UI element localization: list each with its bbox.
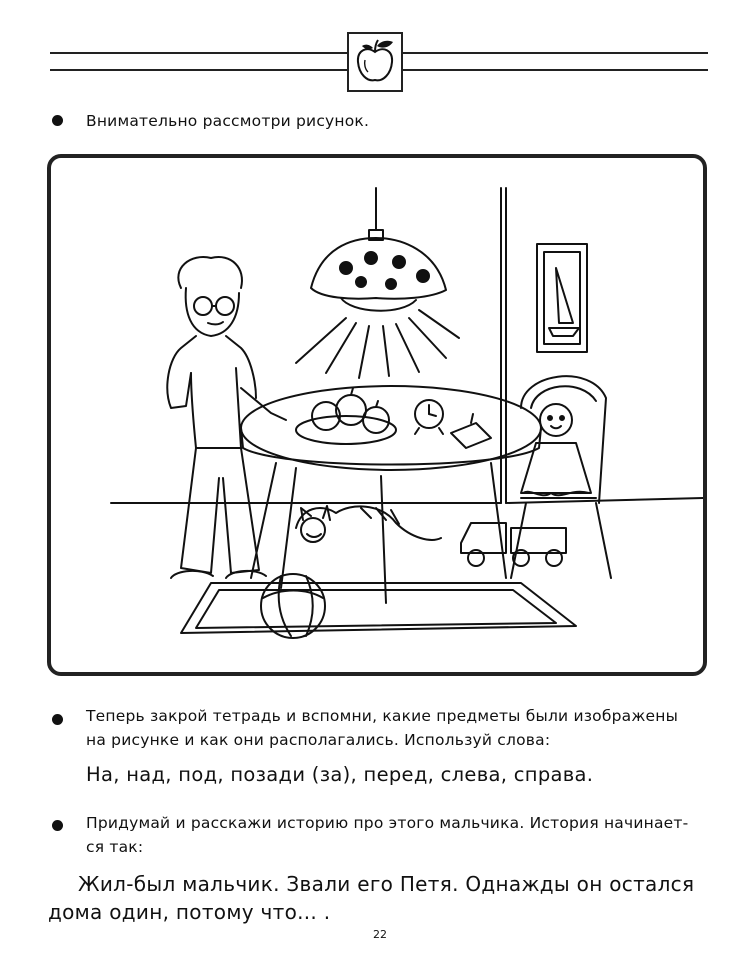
header-rule-top-left [50, 52, 347, 54]
ball-icon [260, 573, 326, 639]
prepositions-list: На, над, под, позади (за), перед, слева,… [86, 763, 594, 786]
lamp-icon [295, 187, 460, 379]
story-line1: Жил-был мальчик. Звали его Петя. Однажды… [78, 872, 695, 896]
bullet-2 [52, 714, 63, 725]
header-apple-box [347, 32, 403, 92]
header-rule-top-right [403, 52, 708, 54]
story-line2: дома один, потому что... . [48, 900, 331, 924]
rug-icon [180, 582, 577, 634]
room-illustration [110, 187, 703, 639]
chair-icon [510, 375, 612, 579]
instruction-recall-line1: Теперь закрой тетрадь и вспомни, какие п… [86, 707, 679, 725]
alarm-clock-icon [414, 399, 444, 435]
cat-icon [295, 505, 442, 543]
header-rule-bottom-right [403, 69, 708, 71]
instruction-story-line1: Придумай и расскажи историю про этого ма… [86, 814, 689, 832]
toy-truck-icon [460, 522, 567, 567]
table-icon [240, 385, 542, 604]
illustration-frame [47, 154, 707, 676]
doll-icon [520, 403, 592, 497]
instruction-recall-line2: на рисунке и как они располагались. Испо… [86, 731, 551, 749]
fruit-bowl-icon [295, 387, 397, 445]
page-number: 22 [373, 928, 387, 941]
instruction-look: Внимательно рассмотри рисунок. [86, 112, 370, 130]
picture-frame-icon [536, 243, 588, 353]
bullet-1 [52, 115, 63, 126]
apple-icon [356, 39, 394, 82]
toy-top-icon [450, 413, 492, 449]
bullet-3 [52, 820, 63, 831]
boy-icon [166, 256, 287, 579]
header-rule-bottom-left [50, 69, 347, 71]
instruction-story-line2: ся так: [86, 838, 144, 856]
